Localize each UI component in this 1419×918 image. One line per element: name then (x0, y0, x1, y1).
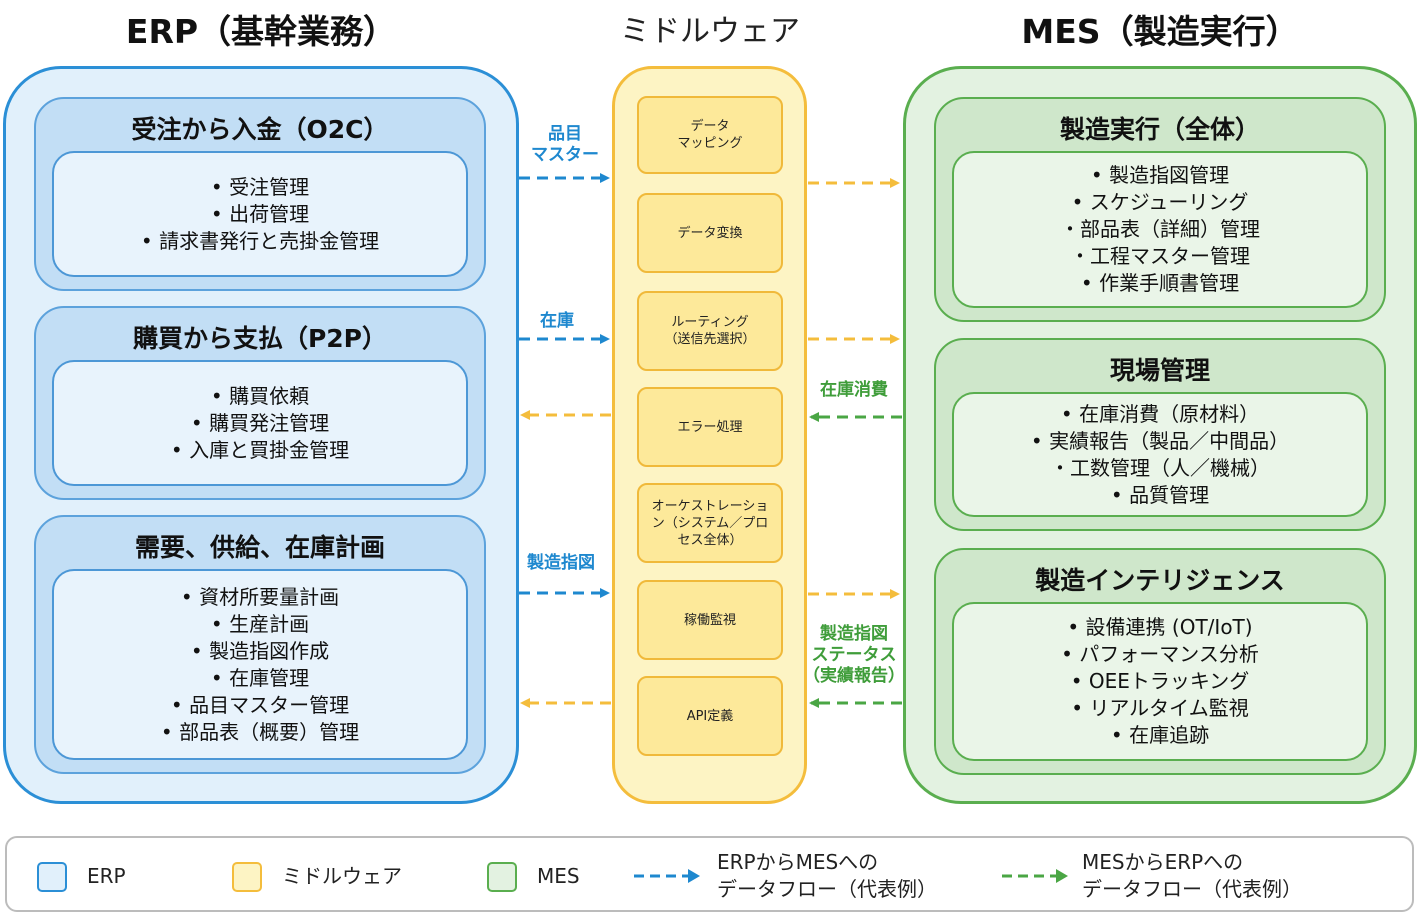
list-item: ・工程マスター管理 (1070, 244, 1250, 268)
middleware-step-data-mapping: データマッピング (637, 96, 783, 174)
section-items: • 受注管理 • 出荷管理 • 請求書発行と売掛金管理 (52, 151, 468, 277)
step-label-line: オーケストレーショ (651, 498, 769, 514)
list-item: • スケジューリング (1071, 190, 1249, 214)
list-item: • 製造指図管理 (1090, 163, 1230, 187)
step-label-line: データ (690, 119, 730, 134)
middleware-step-routing: ルーティング （送信先選択） (637, 291, 783, 371)
section-title: 購買から支払（P2P） (132, 324, 388, 353)
flow-label-order-status: 製造指図 ステータス （実績報告） (800, 624, 908, 687)
flow-label-line: （実績報告） (803, 666, 905, 686)
middleware-step-orchestration: オーケストレーション（システム／プロセス全体） (637, 483, 783, 563)
list-item: • 作業手順書管理 (1080, 271, 1240, 295)
section-title: 現場管理 (1109, 356, 1210, 385)
middleware-step-api-definition: API定義 (637, 676, 783, 756)
flow-label-inventory: 在庫 (540, 311, 574, 331)
flow-label-line: ステータス (811, 645, 897, 665)
list-item: • 入庫と買掛金管理 (170, 437, 350, 462)
middleware-step-data-transform: データ変換 (637, 193, 783, 273)
list-item: • 設備連携 (OT/IoT) (1067, 615, 1253, 639)
legend-label-mes: MES (537, 864, 580, 888)
legend-label-line: MESからERPへの (1082, 850, 1244, 874)
section-title: 製造インテリジェンス (1035, 566, 1285, 595)
section-items: • 購買依頼 • 購買発注管理 • 入庫と買掛金管理 (52, 360, 468, 486)
section-items: • 資材所要量計画 • 生産計画 • 製造指図作成 • 在庫管理 • 品目マスタ… (52, 569, 468, 760)
middleware-step-error-handling: エラー処理 (637, 387, 783, 467)
list-item: • 出荷管理 (210, 201, 310, 226)
mes-title: MES（製造実行） (1021, 12, 1299, 51)
list-item: • 品質管理 (1110, 482, 1210, 507)
legend-label-erp: ERP (87, 864, 126, 888)
section-items: • 在庫消費（原材料） • 実績報告（製品／中間品） ・工数管理（人／機械） •… (952, 392, 1368, 517)
erp-title: ERP（基幹業務） (125, 12, 397, 51)
step-label-line: セス全体） (677, 532, 743, 548)
legend-label-mes-to-erp: MESからERPへの データフロー（代表例） (1082, 849, 1302, 903)
step-label-line: API定義 (686, 708, 734, 724)
section-items: • 設備連携 (OT/IoT) • パフォーマンス分析 • OEEトラッキング … (952, 602, 1368, 761)
step-label-line: エラー処理 (677, 419, 743, 435)
legend-swatch-mes (487, 862, 517, 892)
list-item: ・部品表（詳細）管理 (1060, 217, 1260, 241)
middleware-title: ミドルウェア (620, 14, 800, 49)
step-label-line: （送信先選択） (664, 332, 756, 347)
section-title: 需要、供給、在庫計画 (134, 533, 385, 562)
legend-arrow-mes-to-erp (1002, 869, 1068, 883)
list-item: • 在庫追跡 (1110, 723, 1210, 747)
list-item: • OEEトラッキング (1070, 669, 1250, 693)
list-item: • 購買依頼 (210, 383, 310, 408)
step-label-line: 稼働監視 (683, 612, 736, 628)
flow-label-line: マスター (531, 145, 599, 165)
list-item: • 品目マスター管理 (170, 692, 350, 717)
legend-label-middleware: ミドルウェア (282, 864, 402, 888)
section-items: • 製造指図管理 • スケジューリング ・部品表（詳細）管理 ・工程マスター管理… (952, 151, 1368, 308)
erp-section-planning: 需要、供給、在庫計画 • 資材所要量計画 • 生産計画 • 製造指図作成 • 在… (34, 515, 486, 774)
flow-label-production-order: 製造指図 (527, 553, 595, 573)
list-item: • 受注管理 (210, 174, 310, 199)
legend-arrow-erp-to-mes (634, 869, 700, 883)
legend-label-erp-to-mes: ERPからMESへの データフロー（代表例） (717, 849, 937, 903)
section-title: 受注から入金（O2C） (131, 115, 389, 144)
erp-section-p2p: 購買から支払（P2P） • 購買依頼 • 購買発注管理 • 入庫と買掛金管理 (34, 306, 486, 500)
list-item: • 請求書発行と売掛金管理 (140, 228, 380, 253)
legend-swatch-middleware (232, 862, 262, 892)
flow-label-line: 品目 (548, 124, 582, 144)
list-item: ・工数管理（人／機械） (1050, 455, 1270, 480)
flow-label-item-master: 品目 マスター (520, 124, 610, 166)
step-label-line: ルーティング (671, 315, 749, 330)
legend-label-line: データフロー（代表例） (717, 877, 937, 901)
list-item: • 在庫消費（原材料） (1060, 401, 1260, 426)
list-item: • 購買発注管理 (190, 410, 330, 435)
list-item: • 在庫管理 (210, 665, 310, 690)
legend-label-line: データフロー（代表例） (1082, 877, 1302, 901)
step-label-line: マッピング (677, 136, 743, 151)
list-item: • 部品表（概要）管理 (160, 719, 360, 744)
middleware-step-monitoring: 稼働監視 (637, 580, 783, 660)
legend-label-line: ERPからMESへの (717, 850, 879, 874)
flow-label-inventory-consumption: 在庫消費 (820, 380, 888, 400)
list-item: • 製造指図作成 (190, 638, 330, 663)
step-label-line: データ変換 (677, 225, 743, 241)
legend: ERP ミドルウェア MES ERPからMESへの データフロー（代表例） ME… (5, 836, 1414, 912)
list-item: • 実績報告（製品／中間品） (1030, 428, 1290, 453)
step-label-line: ン（システム／プロ (651, 515, 769, 531)
section-title: 製造実行（全体） (1059, 115, 1260, 144)
list-item: • 資材所要量計画 (180, 584, 340, 609)
list-item: • パフォーマンス分析 (1061, 642, 1259, 666)
erp-section-o2c: 受注から入金（O2C） • 受注管理 • 出荷管理 • 請求書発行と売掛金管理 (34, 97, 486, 291)
mes-section-execution: 製造実行（全体） • 製造指図管理 • スケジューリング ・部品表（詳細）管理 … (934, 97, 1386, 322)
legend-swatch-erp (37, 862, 67, 892)
flow-label-line: 製造指図 (820, 624, 888, 644)
mes-section-shopfloor: 現場管理 • 在庫消費（原材料） • 実績報告（製品／中間品） ・工数管理（人／… (934, 338, 1386, 531)
list-item: • リアルタイム監視 (1071, 696, 1249, 720)
mes-section-intelligence: 製造インテリジェンス • 設備連携 (OT/IoT) • パフォーマンス分析 •… (934, 548, 1386, 775)
list-item: • 生産計画 (210, 611, 310, 636)
